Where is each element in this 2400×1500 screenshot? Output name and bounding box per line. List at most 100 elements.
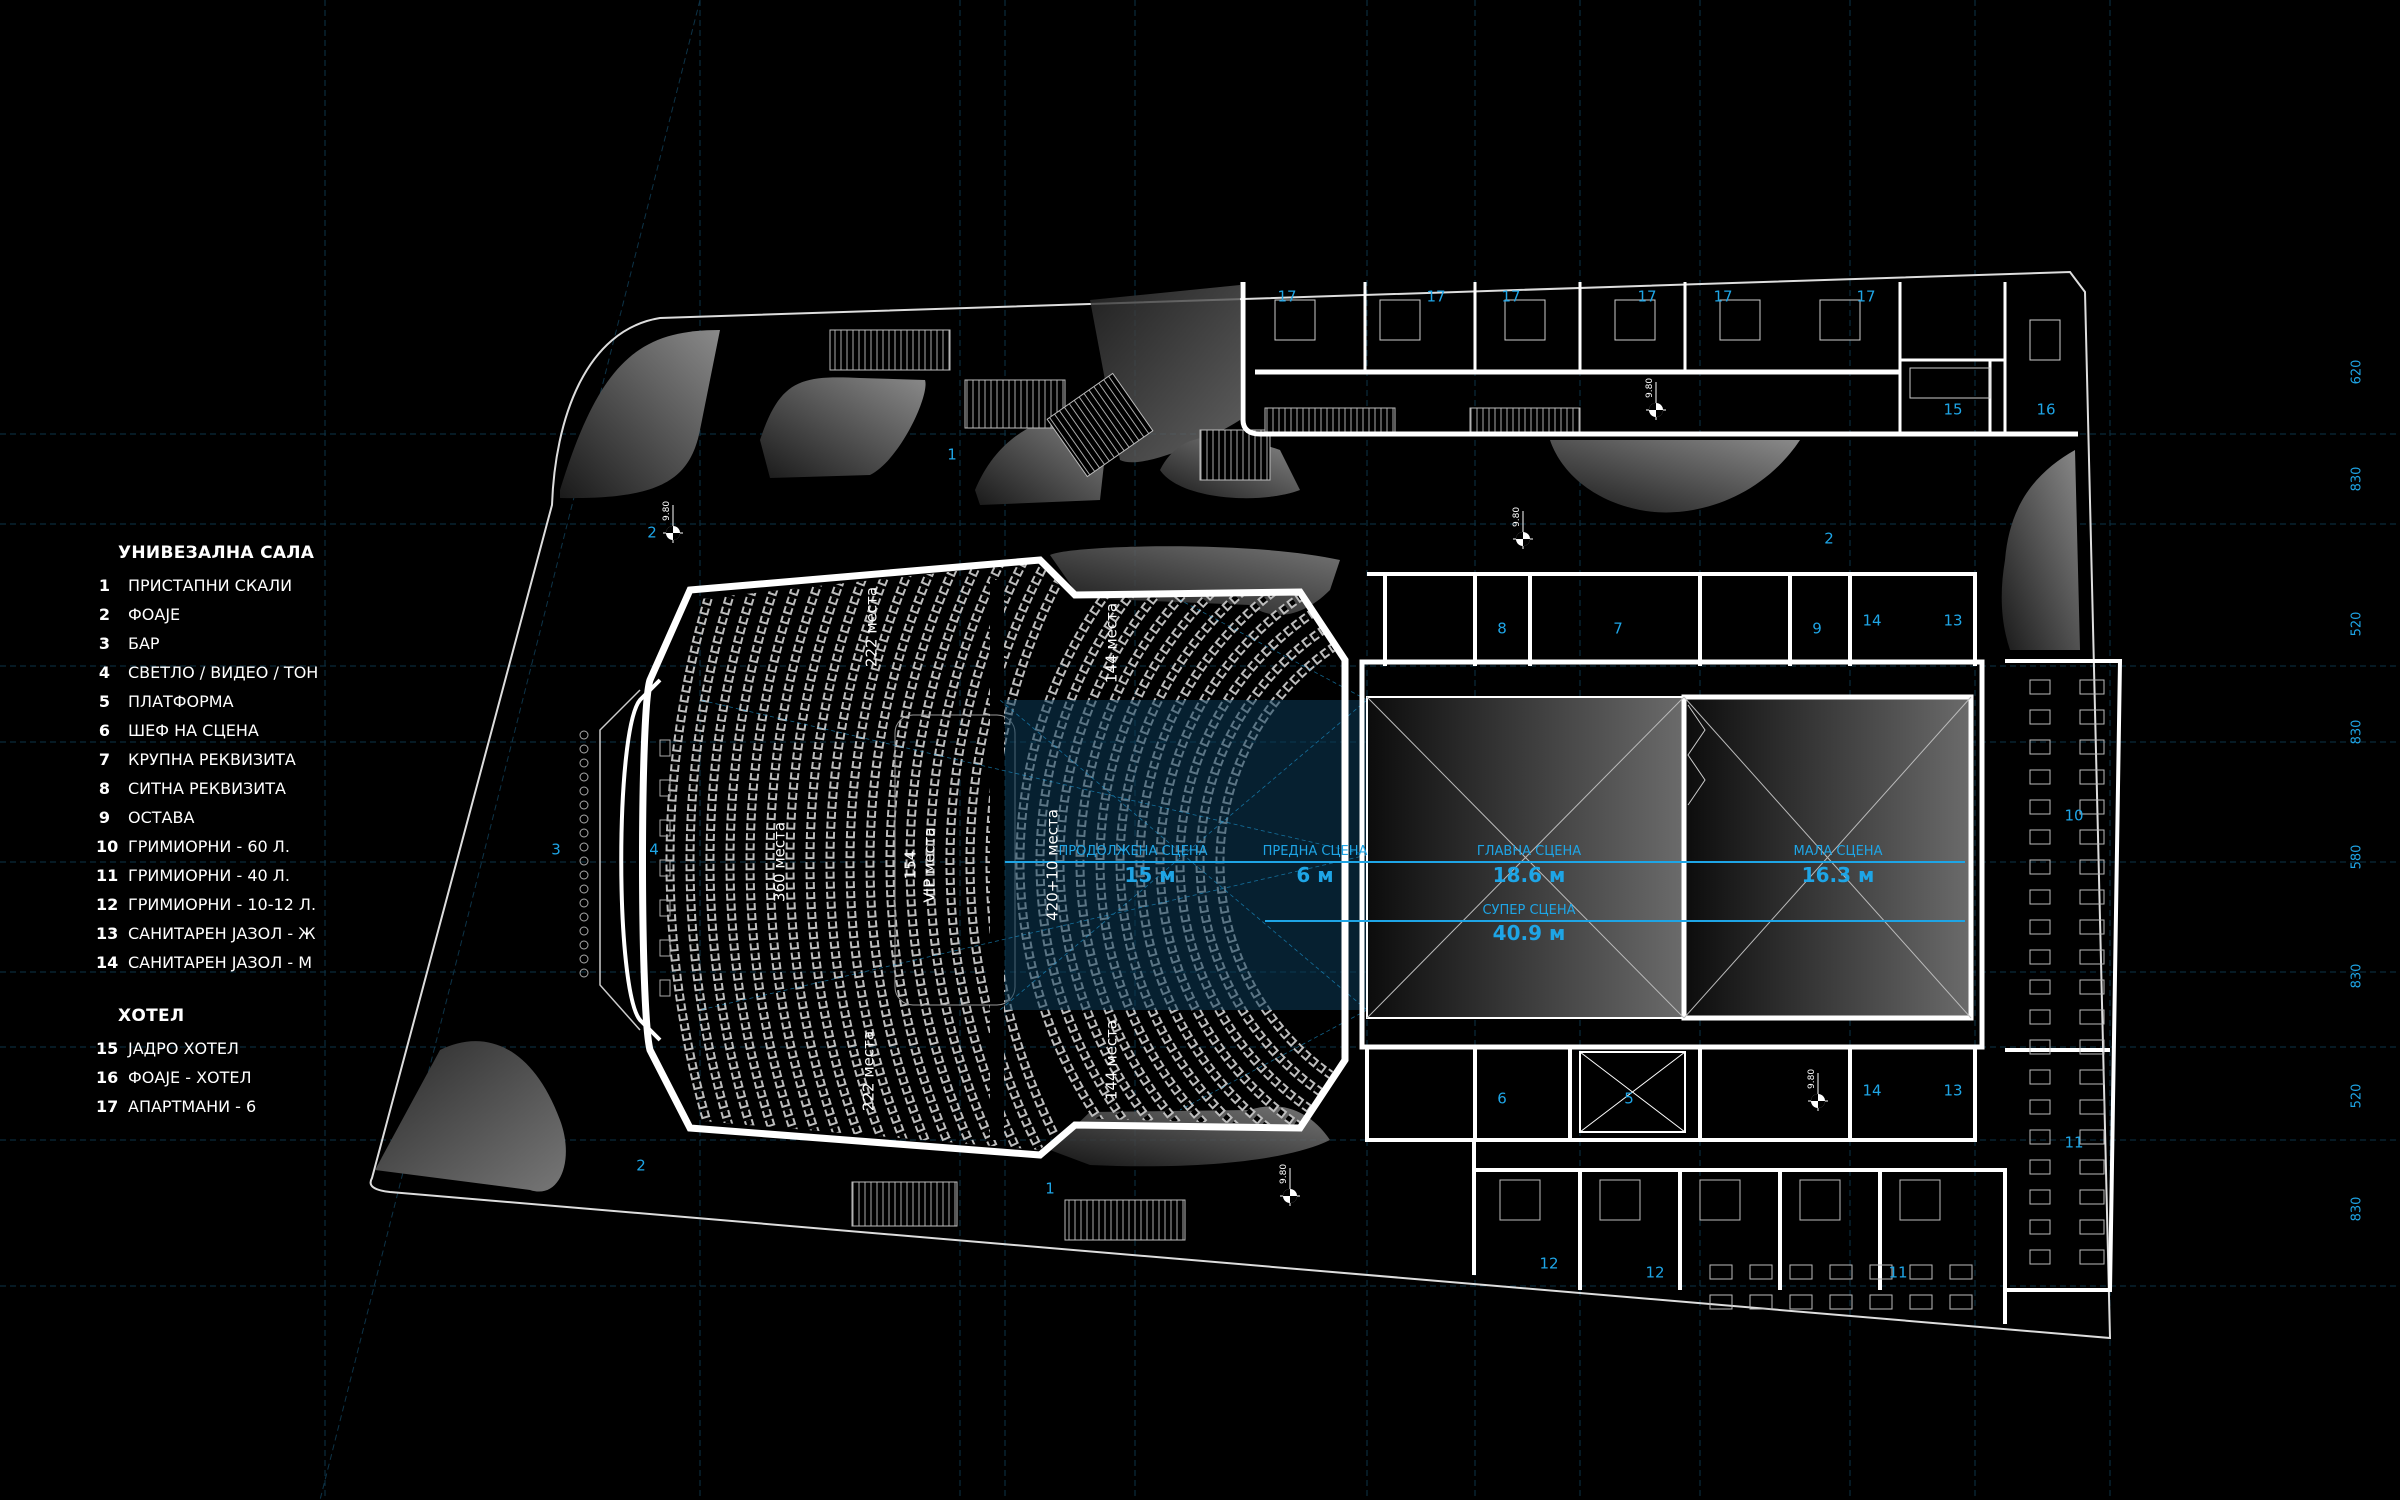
makeup-table — [1709, 1264, 1733, 1280]
seat-label-vip: VIP места — [921, 827, 939, 902]
seat-row-gap — [967, 562, 1050, 1150]
makeup-table — [2079, 1069, 2105, 1085]
makeup-table — [2079, 679, 2105, 695]
grid-dimension: 580 — [2350, 845, 2365, 870]
legend-item-number: 2 — [98, 605, 110, 624]
room-number: 13 — [1943, 612, 1962, 630]
room-number: 14 — [1862, 1082, 1881, 1100]
service-rooms — [1365, 572, 1977, 1142]
makeup-table — [2079, 889, 2105, 905]
elevation-marker: 9.80 — [1807, 1069, 1828, 1111]
makeup-table — [1749, 1294, 1773, 1310]
elevation-value: 9.80 — [1807, 1069, 1817, 1089]
extended-stage-zone — [1005, 700, 1367, 1010]
legend-item-number: 3 — [98, 634, 110, 653]
front-stage-label: ПРЕДНА СЦЕНА — [1263, 844, 1368, 859]
seat-row-gap — [847, 562, 916, 1150]
makeup-table — [2029, 889, 2051, 905]
bar-stool — [579, 730, 589, 740]
makeup-table — [2029, 1249, 2051, 1265]
makeup-table — [2079, 919, 2105, 935]
room-number: 15 — [1943, 401, 1962, 419]
makeup-table — [2079, 1099, 2105, 1115]
room-number: 9 — [1812, 620, 1822, 638]
legend-item-number: 16 — [96, 1068, 119, 1087]
room-number: 7 — [1613, 620, 1623, 638]
makeup-table — [1829, 1294, 1853, 1310]
seat-row-gap — [807, 562, 873, 1150]
cross-aisle — [990, 580, 1004, 1140]
balcony-rail — [619, 678, 662, 1042]
room-number: 17 — [1277, 288, 1296, 306]
legend-item-number: 15 — [96, 1039, 119, 1058]
makeup-table — [2029, 709, 2051, 725]
elevation-value: 9.80 — [1645, 378, 1655, 398]
stage — [1359, 659, 1985, 1050]
grid-line — [319, 0, 701, 1500]
seat-count-vip: 154 — [902, 851, 920, 880]
seat-count-upper: 222 места — [863, 587, 881, 667]
legend-item: 2 ФОАЈЕ — [96, 600, 318, 629]
makeup-table — [2079, 1009, 2105, 1025]
makeup-table — [2079, 1039, 2105, 1055]
bar-stool — [579, 842, 589, 852]
bar-stool — [579, 758, 589, 768]
console — [659, 779, 671, 797]
makeup-tables — [1499, 679, 2105, 1310]
bar-stool — [579, 940, 589, 950]
legend-item-label: АПАРТМАНИ - 6 — [128, 1097, 257, 1116]
washroom — [1699, 1179, 1741, 1221]
room-number: 3 — [551, 841, 561, 859]
makeup-table — [1869, 1294, 1893, 1310]
makeup-table — [1949, 1264, 1973, 1280]
room-number: 2 — [647, 524, 657, 542]
makeup-table — [2029, 1129, 2051, 1145]
bar-stool — [579, 968, 589, 978]
makeup-table — [1909, 1294, 1933, 1310]
super-stage-value: 40.9 м — [1493, 921, 1566, 945]
bar-stool — [579, 772, 589, 782]
makeup-table — [2029, 1069, 2051, 1085]
seat-row-gap — [887, 562, 960, 1150]
seat-row — [665, 562, 725, 1150]
legend-item-number: 13 — [96, 924, 119, 943]
makeup-table — [2079, 799, 2105, 815]
makeup-table — [2079, 1159, 2105, 1175]
makeup-table — [2079, 769, 2105, 785]
room-number: 11 — [1888, 1264, 1907, 1282]
legend-item-number: 1 — [98, 576, 110, 595]
bar-stool — [579, 912, 589, 922]
legend-item-label: ШЕФ НА СЦЕНА — [128, 721, 259, 740]
makeup-table — [2079, 979, 2105, 995]
room-number: 6 — [1497, 1090, 1507, 1108]
room-number: 1 — [1045, 1180, 1055, 1198]
makeup-table — [1789, 1264, 1813, 1280]
legend-item-label: САНИТАРЕН ЈАЗОЛ - М — [128, 953, 313, 972]
legend-item-number: 12 — [96, 895, 119, 914]
elevation-markers: 9.80 9.80 9.80 9.80 9.80 — [662, 378, 1828, 1206]
auditorium-wall — [639, 556, 1349, 1159]
elevation-marker: 9.80 — [662, 501, 683, 543]
bar-stool — [579, 856, 589, 866]
hotel-block — [1240, 282, 2078, 437]
stage-labels: ПРОДОЛЖЕНА СЦЕНА 15 м ПРЕДНА СЦЕНА 6 м Г… — [1058, 844, 1882, 945]
makeup-table — [2079, 829, 2105, 845]
makeup-table — [2079, 1129, 2105, 1145]
room-number: 16 — [2036, 401, 2055, 419]
legend-item-label: ПРИСТАПНИ СКАЛИ — [128, 576, 293, 595]
room-number: 17 — [1713, 288, 1732, 306]
seat-row — [705, 562, 768, 1150]
seat-row-gap — [827, 562, 895, 1150]
makeup-table — [2079, 709, 2105, 725]
makeup-table — [2029, 769, 2051, 785]
legend-item-number: 11 — [96, 866, 119, 885]
seat-row-gap — [1057, 562, 1190, 1150]
grid-dimension: 520 — [2350, 1084, 2365, 1109]
room-number: 17 — [1637, 288, 1656, 306]
legend-item-label: ФОАЈЕ — [128, 605, 181, 624]
